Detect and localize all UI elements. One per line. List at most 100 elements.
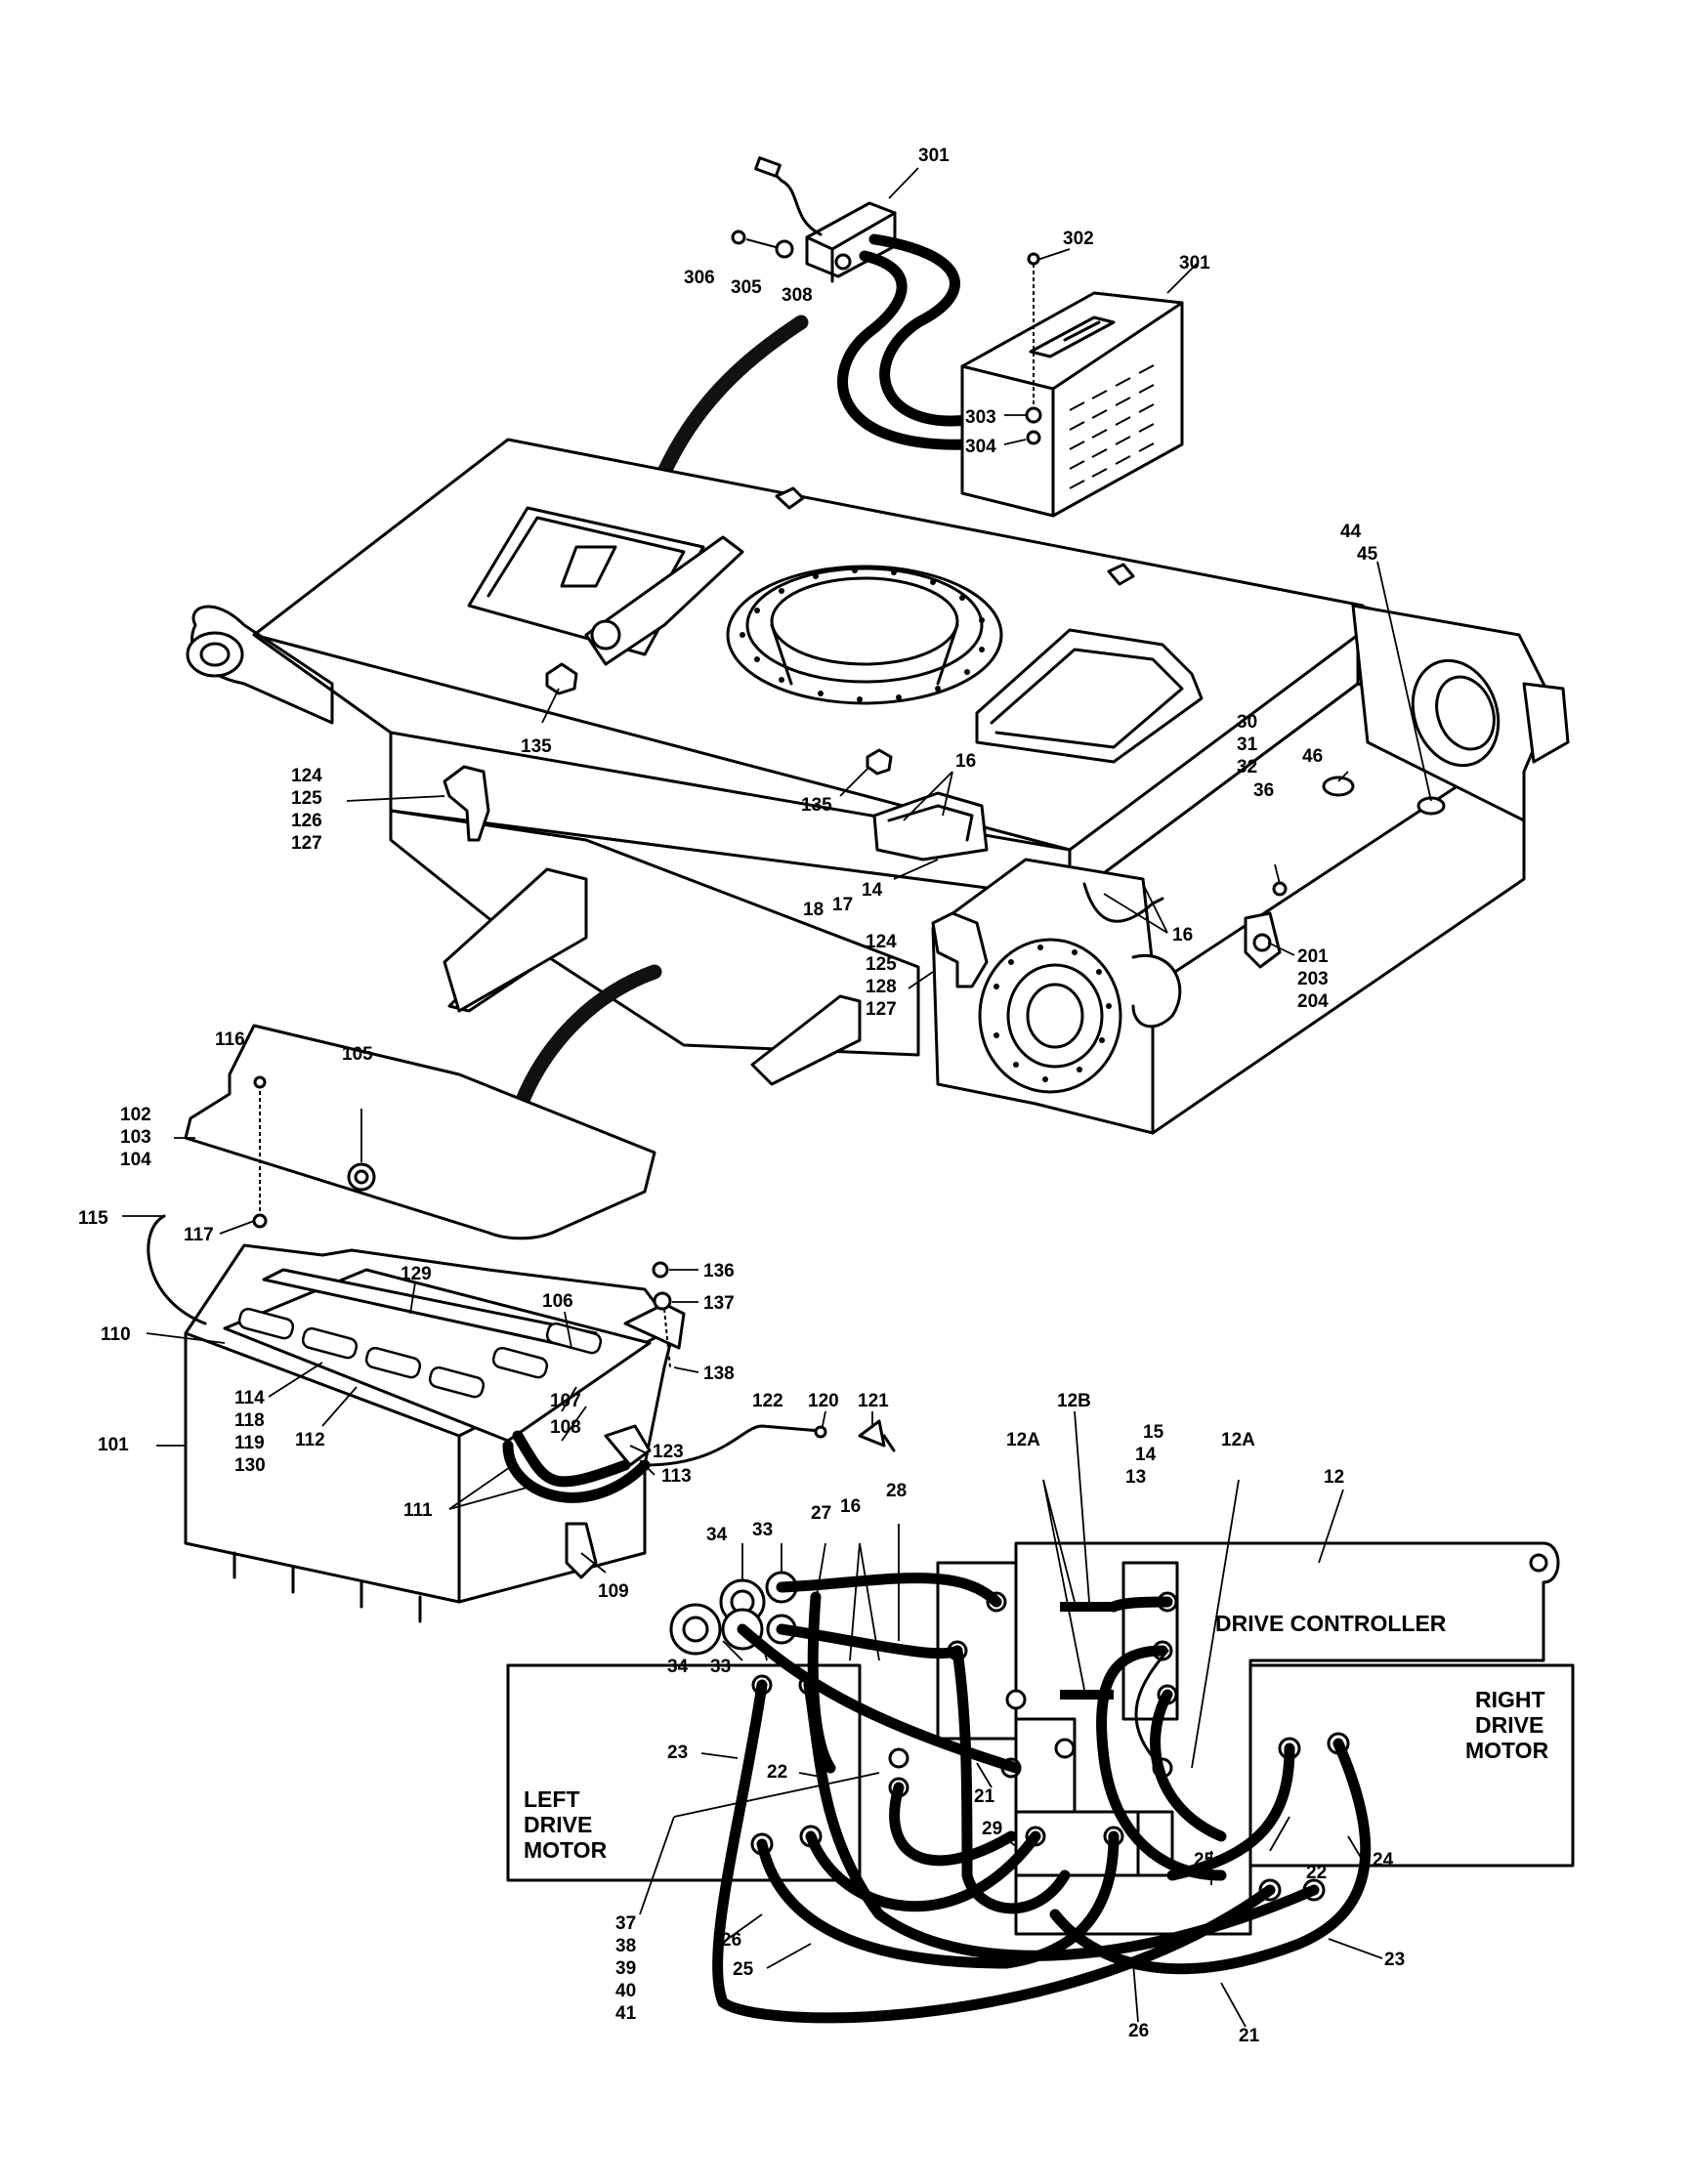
- callout-26b: 26: [1128, 2021, 1149, 2041]
- callout-204: 204: [1297, 991, 1329, 1012]
- callout-16b: 16: [1172, 925, 1193, 945]
- callout-122: 122: [752, 1391, 783, 1411]
- callout-12Ab: 12A: [1221, 1430, 1255, 1450]
- callout-114: 114: [234, 1388, 265, 1408]
- callout-301b: 301: [1179, 253, 1210, 273]
- callout-40: 40: [615, 1981, 636, 2001]
- callout-126: 126: [291, 811, 322, 831]
- callout-303: 303: [965, 407, 996, 428]
- right-drive-motor-label-line1: RIGHT: [1475, 1687, 1545, 1712]
- callout-106: 106: [542, 1291, 573, 1312]
- callout-16a: 16: [955, 751, 976, 772]
- callout-123: 123: [653, 1442, 684, 1462]
- callout-135b: 135: [801, 795, 832, 816]
- callout-125a: 125: [291, 788, 322, 809]
- callout-201: 201: [1297, 946, 1329, 967]
- callout-110: 110: [101, 1324, 131, 1345]
- leader-lines: [122, 167, 1432, 2028]
- callout-305: 305: [731, 277, 762, 298]
- callout-37: 37: [615, 1913, 636, 1934]
- callout-108: 108: [550, 1417, 581, 1438]
- callout-308: 308: [782, 285, 813, 306]
- callout-12: 12: [1324, 1467, 1344, 1488]
- panel-labels: DRIVE CONTROLLER RIGHT DRIVE MOTOR LEFT …: [524, 1611, 1549, 1863]
- callout-46: 46: [1302, 746, 1323, 767]
- fitting-135: [545, 486, 1135, 776]
- callout-36: 36: [1253, 780, 1274, 801]
- callout-17: 17: [832, 895, 853, 915]
- callout-118: 118: [234, 1410, 265, 1431]
- charger-box: [960, 252, 1184, 518]
- screw-306: [731, 230, 746, 245]
- callout-22a: 22: [767, 1762, 787, 1783]
- left-drive-motor-label-line3: MOTOR: [524, 1837, 608, 1863]
- callout-23a: 23: [667, 1743, 688, 1763]
- handle-124: [443, 765, 989, 988]
- callout-12Aa: 12A: [1006, 1430, 1040, 1450]
- callout-127a: 127: [291, 833, 322, 854]
- callout-103: 103: [120, 1127, 151, 1148]
- callout-104: 104: [120, 1150, 151, 1170]
- washer-305: [775, 239, 794, 259]
- callout-33b: 33: [710, 1657, 731, 1677]
- callout-32: 32: [1237, 757, 1257, 777]
- callout-45: 45: [1357, 544, 1378, 565]
- callout-129: 129: [401, 1264, 432, 1284]
- callout-33a: 33: [752, 1520, 773, 1540]
- callout-16c: 16: [840, 1496, 861, 1517]
- callout-21a: 21: [974, 1786, 995, 1807]
- turntable-ring: [726, 565, 1003, 705]
- callout-116: 116: [215, 1029, 245, 1050]
- callout-117: 117: [184, 1225, 214, 1245]
- callout-18: 18: [803, 900, 824, 920]
- callout-44: 44: [1340, 522, 1362, 542]
- right-drive-motor-panel: [1248, 1663, 1575, 1868]
- right-drive-motor-label-line2: DRIVE: [1475, 1712, 1543, 1738]
- callout-27: 27: [811, 1503, 831, 1524]
- junction-box: [754, 156, 897, 283]
- callout-304: 304: [965, 437, 996, 457]
- callout-28: 28: [886, 1481, 907, 1501]
- callout-24: 24: [1373, 1850, 1394, 1870]
- callout-25a: 25: [1194, 1850, 1215, 1870]
- callout-137: 137: [703, 1293, 735, 1314]
- callout-31: 31: [1237, 735, 1258, 755]
- callout-41: 41: [615, 2003, 637, 2024]
- callout-26a: 26: [721, 1930, 741, 1951]
- callout-107: 107: [550, 1391, 581, 1411]
- left-drive-motor-label-line2: DRIVE: [524, 1812, 592, 1837]
- callout-14b: 14: [1135, 1445, 1157, 1465]
- callout-34b: 34: [667, 1657, 689, 1677]
- callout-306: 306: [684, 268, 715, 288]
- charger-assembly: [731, 156, 1184, 518]
- callout-102: 102: [120, 1105, 151, 1125]
- callout-30: 30: [1237, 712, 1257, 733]
- callout-14a: 14: [862, 880, 883, 901]
- callout-121: 121: [858, 1391, 889, 1411]
- drive-controller-label: DRIVE CONTROLLER: [1215, 1611, 1447, 1636]
- callout-135a: 135: [521, 736, 552, 757]
- callout-124b: 124: [866, 932, 897, 952]
- callout-113: 113: [661, 1466, 692, 1487]
- left-drive-motor-label-line1: LEFT: [524, 1786, 580, 1812]
- chassis-frame: [186, 315, 1570, 1135]
- callout-119: 119: [234, 1433, 265, 1453]
- callout-15: 15: [1143, 1422, 1164, 1443]
- callout-203: 203: [1297, 969, 1329, 989]
- callout-39: 39: [615, 1958, 636, 1979]
- callout-labels: 301 302 301 306 305 308 303 304 44 45 13…: [78, 146, 1405, 2046]
- callout-22b: 22: [1306, 1863, 1327, 1883]
- callout-25b: 25: [733, 1959, 754, 1980]
- callout-21b: 21: [1239, 2026, 1260, 2046]
- battery-cover: [184, 1024, 656, 1240]
- callout-127b: 127: [866, 999, 897, 1020]
- callout-101: 101: [98, 1435, 129, 1455]
- right-drive-motor-label-line3: MOTOR: [1465, 1738, 1549, 1763]
- callout-125b: 125: [866, 954, 897, 975]
- callout-34a: 34: [706, 1525, 728, 1545]
- callout-111: 111: [403, 1500, 433, 1521]
- callout-301a: 301: [918, 146, 950, 166]
- callout-29: 29: [982, 1819, 1002, 1839]
- callout-23b: 23: [1384, 1950, 1405, 1970]
